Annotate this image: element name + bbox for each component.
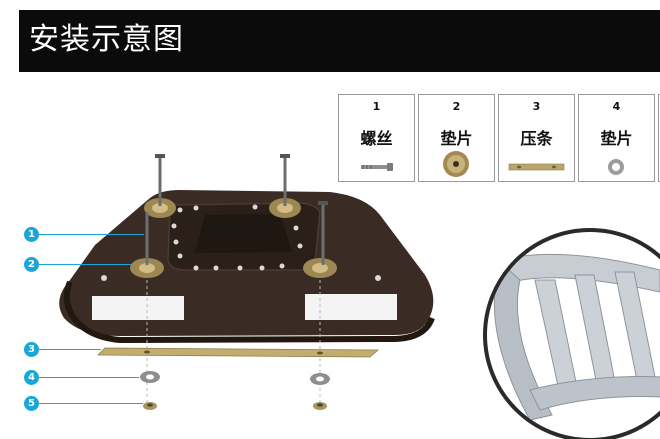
header-bar: 安装示意图 <box>19 10 660 72</box>
callout-4: 4 <box>24 370 39 385</box>
part-name: 垫片 <box>440 129 473 148</box>
callout-3: 3 <box>24 342 39 357</box>
pressure-strip-icon <box>508 163 565 171</box>
callout-line-4 <box>39 377 139 378</box>
part-number: 1 <box>372 100 381 113</box>
rack-detail-zoom <box>483 228 660 439</box>
part-cell-3: 3 压条 <box>498 94 575 182</box>
nuts <box>143 402 327 410</box>
screw-icon <box>361 163 393 171</box>
part-name: 螺丝 <box>360 129 393 148</box>
parts-table: 1 螺丝 2 垫片 3 压条 4 垫片 <box>338 94 660 182</box>
flat-washer-icon <box>608 159 624 175</box>
flat-washers <box>140 371 330 385</box>
callout-1: 1 <box>24 227 39 242</box>
pressure-strip <box>97 347 380 358</box>
callout-line-3 <box>39 349 101 350</box>
part-name: 垫片 <box>600 129 633 148</box>
callout-5: 5 <box>24 396 39 411</box>
plate-washers <box>130 198 337 278</box>
page-title: 安装示意图 <box>29 22 184 57</box>
callout-line-5 <box>39 403 143 404</box>
part-number: 2 <box>452 100 461 113</box>
part-cell-2: 2 垫片 <box>418 94 495 182</box>
callout-line-2 <box>39 264 131 265</box>
callout-line-1 <box>39 234 144 235</box>
callout-2: 2 <box>24 257 39 272</box>
part-cell-partial <box>658 94 660 182</box>
part-name: 压条 <box>520 129 553 148</box>
part-cell-1: 1 螺丝 <box>338 94 415 182</box>
part-number: 4 <box>612 100 621 113</box>
domed-washer-icon <box>443 151 469 177</box>
bolts <box>145 158 325 265</box>
part-cell-4: 4 垫片 <box>578 94 655 182</box>
part-number: 3 <box>532 100 541 113</box>
